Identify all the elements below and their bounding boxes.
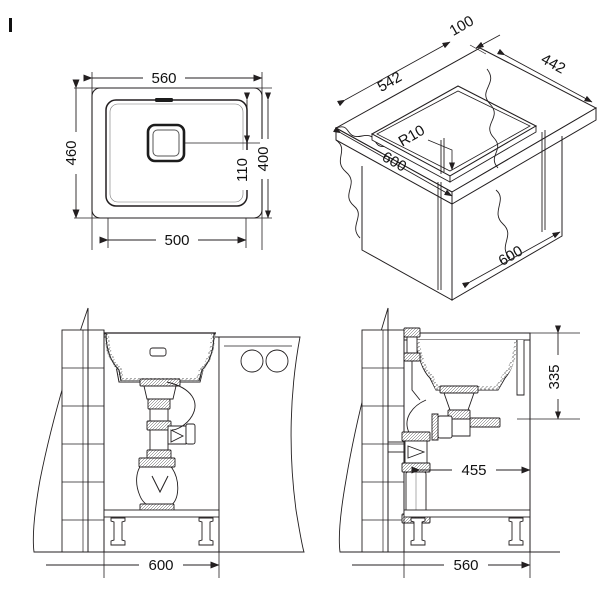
break-line-cabinet-left	[335, 139, 361, 239]
dim-560-plan: 560	[83, 70, 263, 87]
dim-560-side: 560	[352, 517, 531, 578]
dim-label-460-plan: 460	[63, 140, 80, 165]
overflow-slot	[155, 98, 173, 102]
waste-arm-side	[431, 413, 501, 441]
dim-label-600-front: 600	[148, 557, 173, 574]
drain-strainer-front	[139, 378, 181, 400]
dim-600-iso-cabinet: 600	[461, 231, 561, 289]
overflow-slot-front	[149, 347, 167, 357]
dim-600-front: 600	[46, 517, 220, 578]
wall-tile-lines	[62, 330, 104, 552]
isometric-cutout-view: R10 100 442 542 600	[332, 12, 598, 301]
adjustable-legs-front	[110, 517, 214, 546]
cabinet-side-panel	[218, 336, 305, 553]
dim-label-110-plan: 110	[234, 158, 251, 182]
wall-tile-lines-side	[362, 330, 404, 552]
dim-455-side: 455	[411, 440, 531, 510]
overflow-hose-front	[166, 381, 196, 431]
dim-label-100: 100	[447, 12, 477, 39]
p-trap-assembly-front	[136, 398, 196, 514]
dim-label-442: 442	[538, 51, 568, 78]
dim-label-455: 455	[461, 462, 486, 479]
faucet-riser-side	[403, 327, 421, 401]
pipe-stub-outs	[240, 349, 289, 373]
dim-110-plan: 110	[234, 92, 256, 190]
sink-rim-drop-side	[516, 340, 525, 396]
corner-tick-mark	[9, 18, 12, 32]
dim-335-side: 335	[517, 325, 580, 420]
dim-400-plan: 400	[255, 92, 277, 219]
support-rods	[437, 130, 546, 290]
dim-label-335: 335	[546, 364, 563, 389]
dim-100-iso: 100	[447, 12, 501, 55]
drain-strainer-side	[439, 385, 479, 420]
dim-460-plan: 460	[63, 79, 85, 219]
dim-label-560-plan: 560	[151, 70, 176, 87]
worktop-right-edge	[451, 107, 597, 205]
cabinet-base-panel-side	[403, 509, 531, 518]
dim-label-560-side: 560	[453, 557, 478, 574]
side-elevation-view: 335 455 560	[338, 307, 580, 578]
front-elevation-view: 600	[32, 307, 305, 578]
cabinet-base-panel	[103, 509, 220, 518]
dim-label-542: 542	[375, 68, 405, 95]
worktop-side-profile	[403, 332, 531, 341]
square-drain	[146, 123, 186, 163]
dim-label-500-plan: 500	[164, 232, 189, 249]
p-trap-assembly-side	[401, 431, 431, 524]
dim-label-400-plan: 400	[255, 146, 272, 171]
dim-500-plan: 500	[99, 232, 247, 249]
break-line-worktop-right	[485, 68, 499, 169]
plan-view: 560 500 460 110	[63, 70, 277, 250]
